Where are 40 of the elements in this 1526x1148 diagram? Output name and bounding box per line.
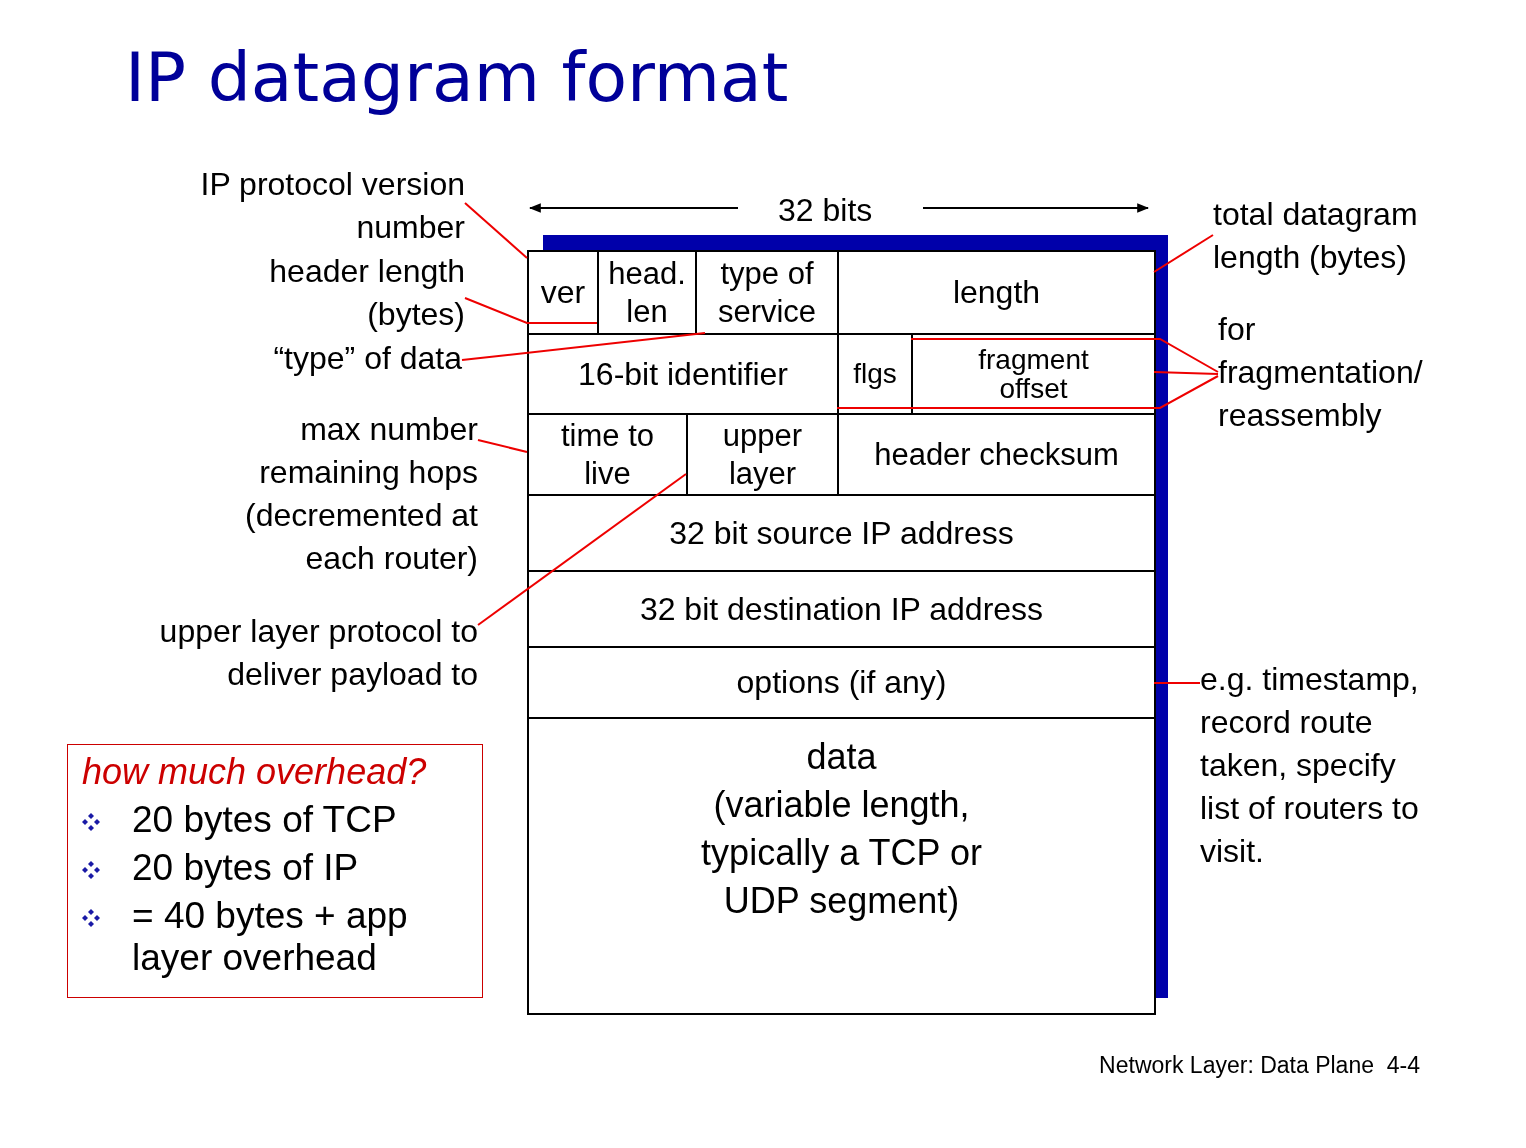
annotation-text: for fragmentation/ reassembly: [1218, 308, 1468, 437]
leader-line: [1153, 682, 1201, 684]
field-label: head. len: [607, 255, 687, 330]
leader-line: [464, 202, 528, 259]
leader-line: [836, 375, 1219, 409]
annotation-text: e.g. timestamp, record route taken, specify list of routers to visit.: [1200, 658, 1435, 873]
field-label: flgs: [853, 359, 897, 389]
leader-line: [477, 473, 687, 626]
bullet-text: = 40 bytes + app layer overhead: [132, 895, 409, 979]
leader-line: [1153, 234, 1214, 273]
field-label: type of service: [716, 255, 818, 330]
note-box: [67, 744, 483, 998]
field-label: ver: [540, 274, 586, 311]
leader-line: [477, 439, 528, 453]
field-label: 16-bit identifier: [578, 355, 788, 393]
bullet-text: 20 bytes of TCP: [132, 799, 398, 841]
annotation-text: max number remaining hops (decremented at each router): [198, 408, 478, 580]
field-label: (variable length, typically a TCP or UDP segment): [700, 782, 983, 923]
field-label: time to live: [560, 417, 655, 492]
field-label: fragment offset: [977, 344, 1090, 404]
field-label: upper layer: [721, 417, 804, 492]
annotation-text: header length (bytes): [225, 250, 465, 336]
field-label: header checksum: [874, 435, 1119, 474]
field-label: options (if any): [736, 664, 947, 701]
leader-line: [1153, 371, 1219, 375]
slide-footer: Network Layer: Data Plane 4-4: [1099, 1052, 1420, 1079]
leader-line: [910, 338, 1219, 373]
annotation-text: upper layer protocol to deliver payload to: [140, 610, 478, 696]
leader-line: [464, 297, 598, 324]
bullet-text: 20 bytes of IP: [132, 847, 360, 889]
slide-title: IP datagram format: [125, 38, 789, 117]
field-label: 32 bit source IP address: [669, 514, 1014, 552]
field-label: data: [806, 735, 877, 779]
dimension-label: 32 bits: [778, 192, 873, 229]
field-label: length: [952, 274, 1041, 311]
annotation-text: total datagram length (bytes): [1213, 193, 1463, 279]
leader-line: [461, 332, 706, 361]
note-heading: how much overhead?: [82, 750, 428, 794]
annotation-text: “type” of data: [150, 337, 462, 380]
field-label: 32 bit destination IP address: [639, 590, 1044, 628]
